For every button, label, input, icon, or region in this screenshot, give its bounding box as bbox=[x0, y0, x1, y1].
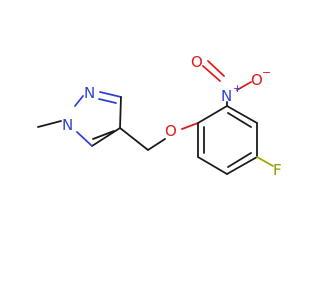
nitro-n-positive-charge: + bbox=[233, 82, 242, 95]
atom-nitro-n: N bbox=[221, 87, 232, 105]
bond-c5-n1 bbox=[76, 131, 93, 147]
bond-nitro-n-o-double-b bbox=[207, 60, 225, 77]
bond-n2-c3 bbox=[99, 91, 122, 98]
bond-n2-c3-inner bbox=[98, 98, 117, 104]
atom-nitro-o-minus: O bbox=[251, 71, 263, 89]
bond-methyl-n1 bbox=[37, 120, 62, 128]
atom-nitro-o-double: O bbox=[191, 53, 203, 71]
molecule-structure-diagram: N N O N + O − O F bbox=[37, 53, 282, 179]
atom-ether-o: O bbox=[165, 122, 177, 140]
bond-c4-c5-inner bbox=[92, 130, 115, 140]
bond-c2-c3 bbox=[226, 105, 258, 124]
atom-pyrazole-n2: N bbox=[84, 84, 95, 102]
bond-c4-ch2 bbox=[119, 127, 149, 151]
bond-n1-n2 bbox=[74, 95, 84, 107]
bond-c3-c4 bbox=[119, 96, 122, 129]
bond-nitro-n-o bbox=[236, 81, 252, 91]
bond-c1-c2 bbox=[197, 105, 228, 124]
bond-ch2-o bbox=[147, 138, 166, 151]
bond-c4-c5 bbox=[226, 156, 258, 175]
bond-c2-c3-inner bbox=[227, 112, 252, 128]
bond-o-c1 bbox=[181, 122, 199, 130]
nitro-o-negative-charge: − bbox=[262, 66, 271, 79]
bond-c4-c5 bbox=[91, 127, 121, 147]
atom-pyrazole-n1: N bbox=[62, 116, 73, 134]
bond-nitro-n-o-double-a bbox=[202, 65, 221, 82]
atom-fluorine: F bbox=[273, 161, 282, 179]
bond-c4-f bbox=[256, 156, 274, 167]
bond-c5-c6 bbox=[197, 156, 228, 175]
bond-c4-c5-inner bbox=[227, 152, 252, 168]
